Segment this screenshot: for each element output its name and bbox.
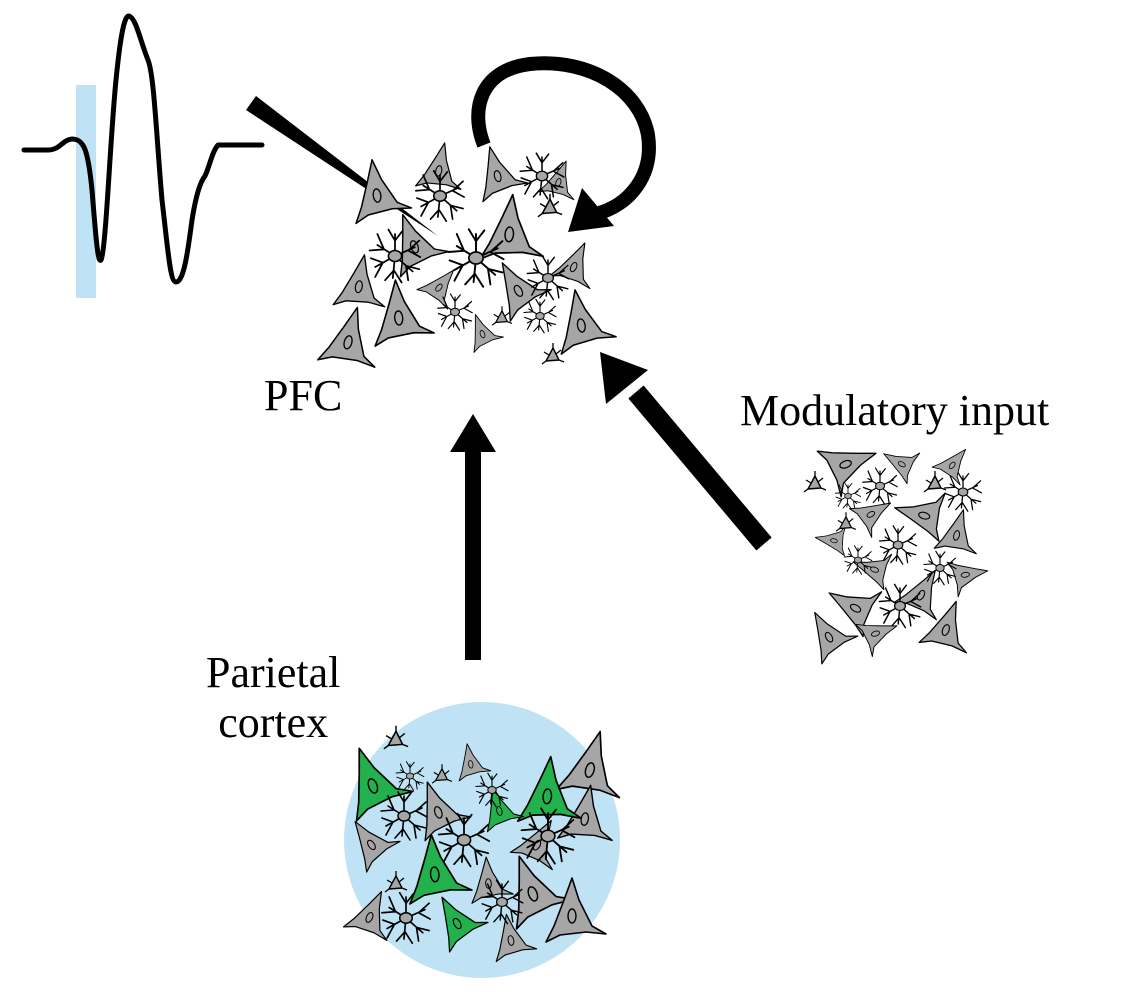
parietal-label-line1: Parietal <box>206 648 341 697</box>
recurrent-loop-arrow <box>471 56 656 232</box>
recording-electrode-icon <box>246 96 438 236</box>
spike-waveform-icon <box>21 13 265 285</box>
modulatory-input-label: Modulatory input <box>740 386 1050 435</box>
parietal-label-line2: cortex <box>218 698 329 747</box>
modulatory-cell-cluster <box>797 431 992 665</box>
pfc-label: PFC <box>264 371 343 420</box>
parietal-arrow <box>450 414 496 660</box>
parietal-region <box>344 702 620 978</box>
parietal-cortex-label: Parietal cortex <box>206 648 340 748</box>
modulatory-arrow <box>600 352 772 551</box>
pfc-cell-cluster <box>317 138 619 376</box>
waveform-highlight <box>76 85 96 298</box>
